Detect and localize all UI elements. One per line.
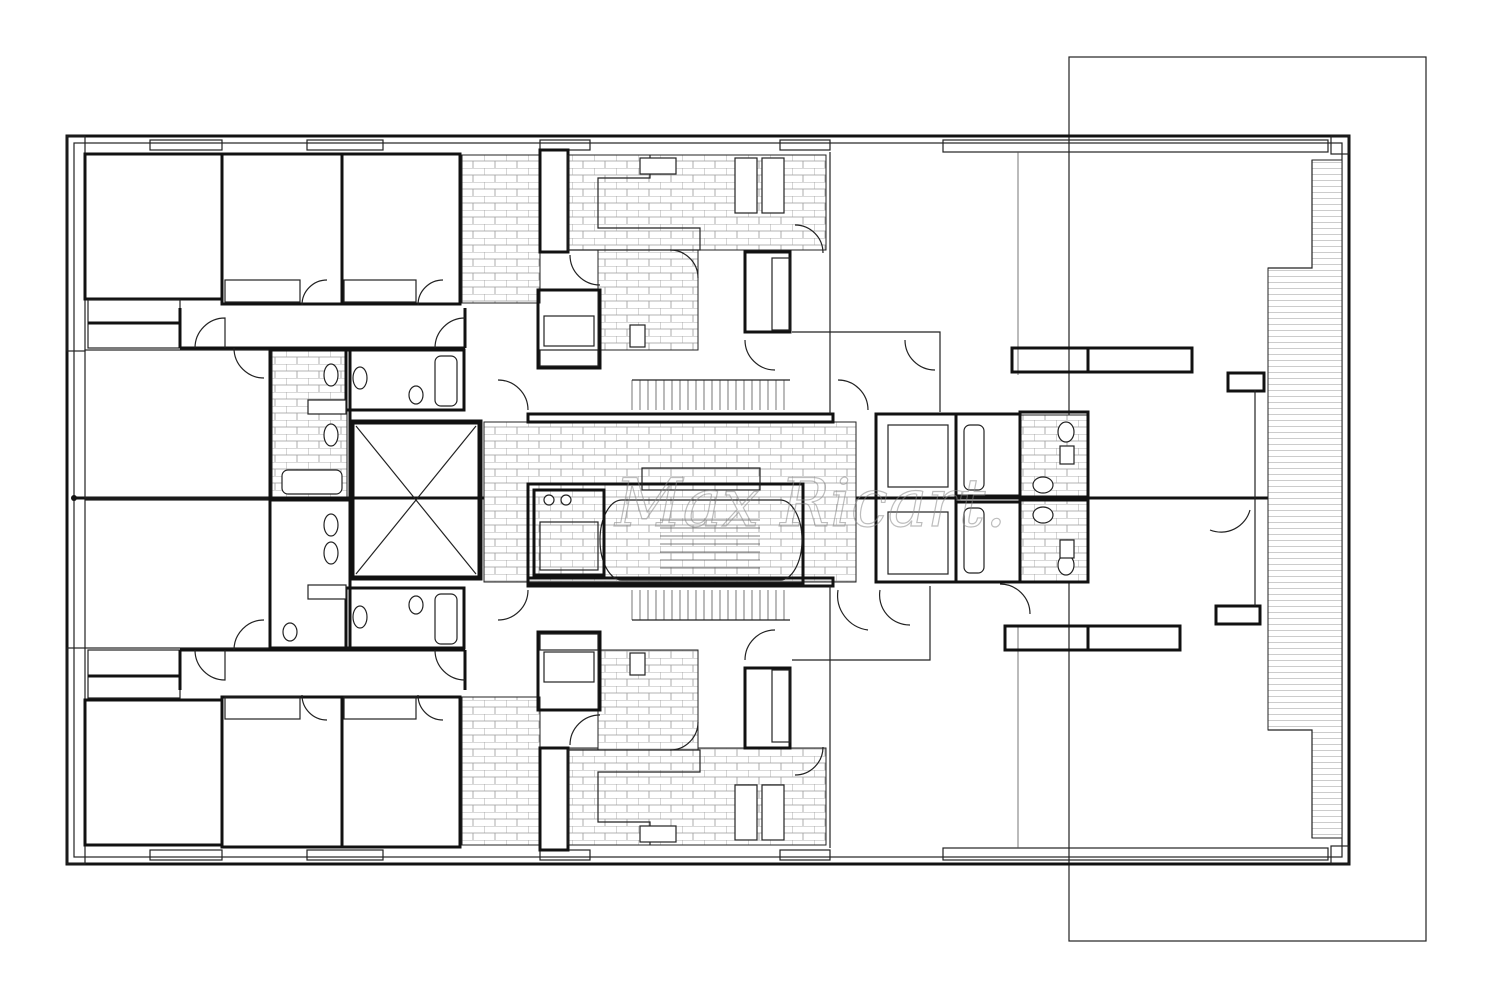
elevator-core — [349, 419, 483, 581]
doors — [194, 224, 1251, 776]
left-bathrooms — [268, 348, 466, 650]
stair-treads-middle — [660, 519, 760, 569]
terrace — [1267, 159, 1343, 839]
right-apartments — [792, 152, 1313, 848]
stair-treads-bottom — [631, 590, 790, 621]
tiled-areas — [271, 154, 1089, 846]
top-kitchen — [536, 148, 792, 852]
stair-treads-top — [631, 379, 790, 410]
watermark: Max Ricart. — [614, 465, 1006, 542]
central-stair — [526, 379, 835, 621]
left-apartments — [83, 152, 467, 849]
right-bathrooms — [874, 410, 1090, 584]
